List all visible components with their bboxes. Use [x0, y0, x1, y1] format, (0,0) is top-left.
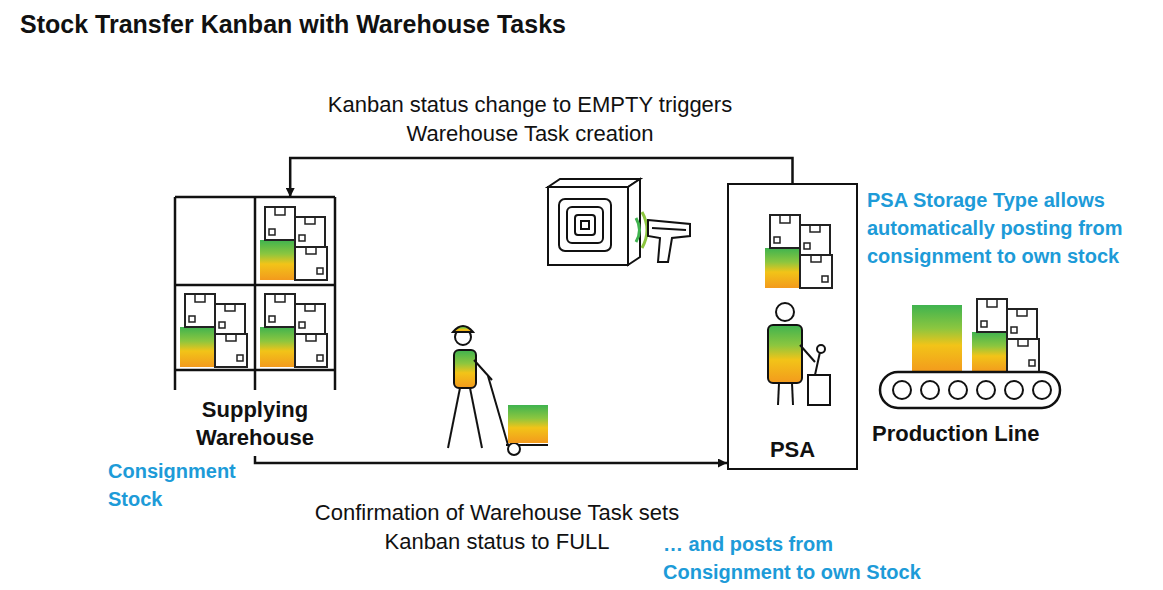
flow-arrow — [255, 456, 727, 463]
storage-rack — [175, 284, 335, 287]
rfid-scanner — [567, 207, 603, 243]
rfid-scanner — [559, 199, 611, 251]
conveyor-roller — [921, 381, 939, 399]
conveyor-roller — [949, 381, 967, 399]
edge-label: Confirmation of Warehouse Task sets Kanb… — [302, 498, 692, 556]
rfid-scanner — [581, 221, 589, 229]
rfid-scanner — [548, 179, 690, 265]
rfid-scanner — [575, 215, 595, 235]
psa-worker — [778, 383, 779, 405]
production-line — [880, 372, 1060, 408]
edge-label: Kanban status change to EMPTY triggers W… — [325, 90, 735, 148]
rfid-scanner — [548, 179, 640, 187]
box-stack — [260, 207, 327, 280]
node-label: PSA — [729, 436, 856, 464]
box-stack — [260, 294, 327, 367]
rfid-scanner — [652, 228, 686, 230]
psa-worker — [808, 375, 830, 405]
rfid-scanner — [636, 218, 640, 242]
posting-note: … and posts from Consignment to own Stoc… — [663, 530, 963, 586]
storage-rack — [254, 197, 257, 390]
rfid-scanner — [548, 187, 628, 265]
worker-with-trolley — [508, 405, 548, 443]
psa-worker — [800, 345, 815, 362]
worker-with-trolley — [470, 388, 482, 448]
flow-arrow — [290, 158, 792, 197]
conveyor-roller — [1005, 381, 1023, 399]
psa-worker — [768, 303, 830, 405]
box-stack — [180, 294, 247, 367]
conveyor-roller — [1033, 381, 1051, 399]
stock-note: Consignment Stock — [108, 457, 248, 513]
storage-rack — [175, 197, 335, 390]
box-stack — [180, 207, 832, 367]
conveyor-roller — [893, 381, 911, 399]
production-line — [893, 381, 1051, 399]
psa-worker — [792, 383, 793, 405]
worker-with-trolley — [448, 326, 548, 455]
worker-with-trolley — [508, 443, 520, 455]
box-stack — [765, 215, 832, 288]
worker-with-trolley — [454, 350, 476, 388]
production-line — [912, 305, 962, 372]
psa-box: PSA — [727, 183, 858, 470]
psa-worker — [776, 303, 794, 321]
storage-rack — [175, 196, 335, 199]
rfid-scanner — [648, 220, 690, 262]
production-line — [880, 299, 1060, 408]
production-line — [972, 299, 1039, 372]
storage-rack — [334, 197, 337, 390]
worker-with-trolley — [448, 388, 460, 448]
storage-rack — [174, 197, 177, 390]
conveyor-roller — [977, 381, 995, 399]
psa-worker — [817, 345, 825, 353]
rfid-scanner — [628, 179, 640, 265]
psa-worker — [815, 352, 820, 375]
diagram-title: Stock Transfer Kanban with Warehouse Tas… — [20, 10, 566, 39]
production-line-label: Production Line — [872, 420, 1092, 448]
node-label: Supplying Warehouse — [175, 396, 335, 452]
psa-note: PSA Storage Type allows automatically po… — [867, 186, 1160, 270]
storage-rack — [175, 369, 335, 372]
worker-with-trolley — [453, 326, 473, 332]
warehouse-node: Supplying Warehouse — [175, 197, 335, 456]
psa-worker — [768, 325, 802, 383]
rfid-scanner — [642, 212, 647, 248]
worker-with-trolley — [488, 376, 508, 445]
